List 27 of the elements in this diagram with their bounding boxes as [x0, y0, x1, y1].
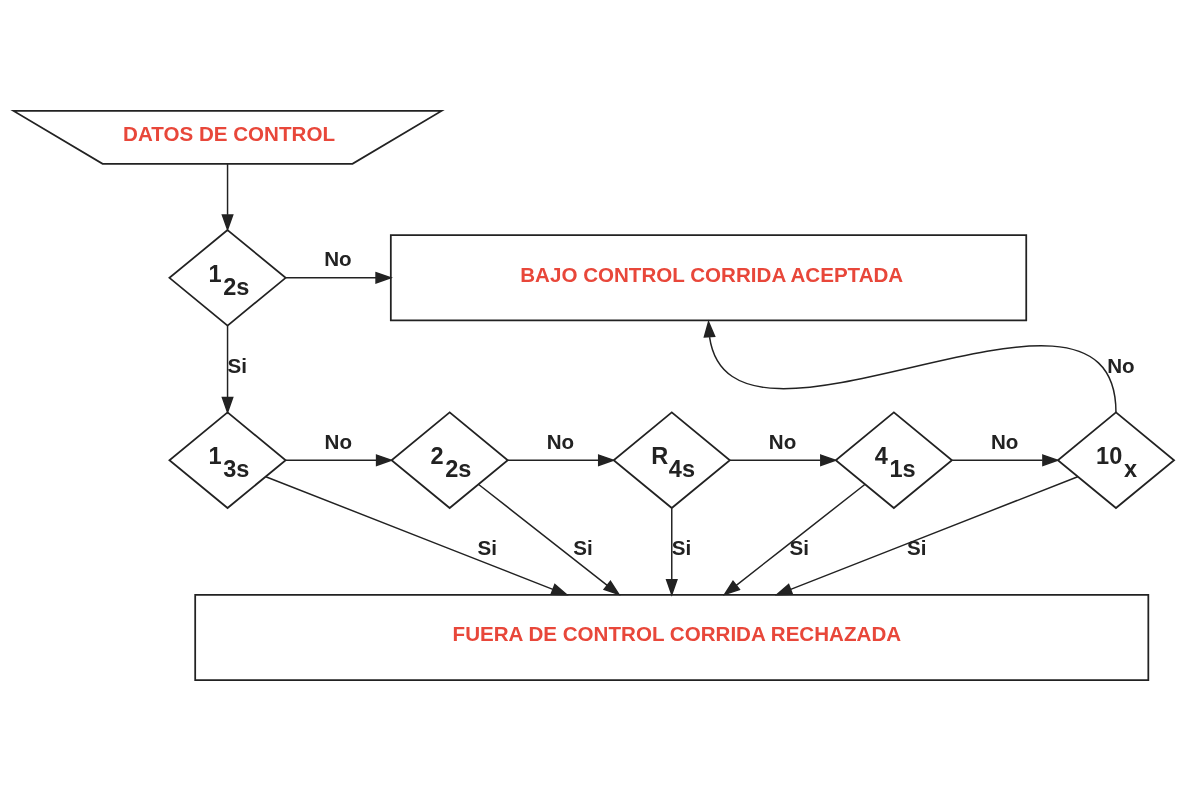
edge-label: Si [907, 535, 927, 559]
arrow [507, 453, 616, 466]
edge-label: No [768, 429, 797, 453]
node-box: BAJO CONTROL CORRIDA ACEPTADA [389, 233, 1028, 321]
edge-label: No [324, 429, 353, 453]
edge-label: No [324, 246, 352, 270]
arrow [729, 453, 838, 466]
arrow [221, 324, 234, 415]
arrow [285, 271, 393, 284]
edge-label: No [1107, 353, 1135, 377]
edge-label: Si [573, 535, 593, 559]
edge-label: Si [789, 535, 809, 559]
arrow [722, 483, 866, 596]
edge-label: Si [671, 535, 692, 559]
edge-label: No [546, 429, 575, 453]
edge-label: Si [477, 535, 498, 559]
arrow [477, 483, 621, 596]
edge-label: Si [227, 353, 247, 377]
node-box: FUERA DE CONTROL CORRIDA RECHAZADA [194, 593, 1150, 681]
arrow [774, 475, 1079, 596]
arrow [951, 453, 1060, 466]
arrow [703, 319, 1117, 413]
edge-label: No [990, 429, 1019, 453]
arrow [285, 453, 394, 466]
arrow [665, 507, 678, 597]
arrow [221, 162, 234, 232]
arrow [265, 475, 569, 596]
